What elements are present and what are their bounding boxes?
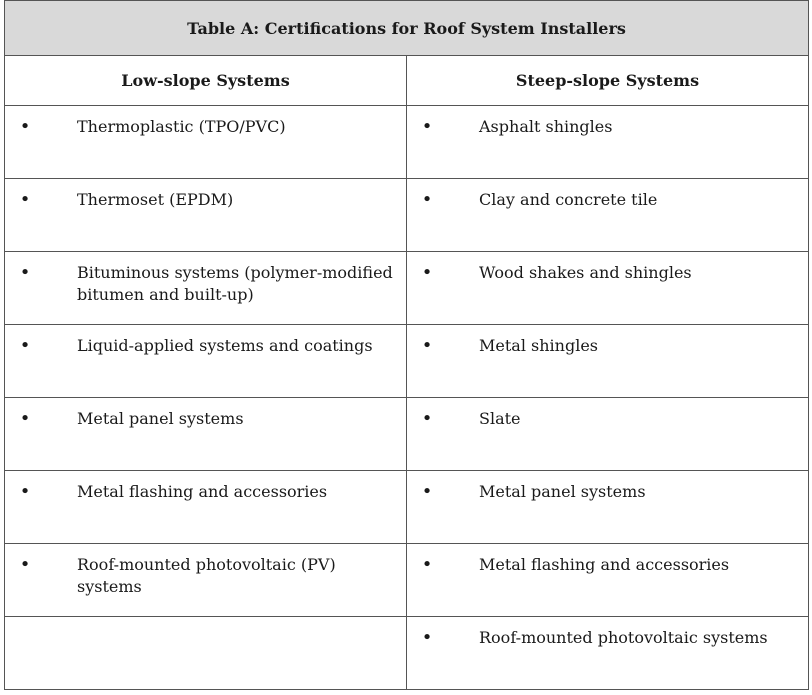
table-header-row: Low-slope Systems Steep-slope Systems bbox=[4, 55, 810, 106]
steep-slope-cell: • Metal shingles bbox=[405, 324, 810, 398]
bullet-icon: • bbox=[421, 481, 433, 502]
steep-slope-cell: • Clay and concrete tile bbox=[405, 178, 810, 252]
table-title: Table A: Certifications for Roof System … bbox=[3, 0, 810, 56]
bullet-icon: • bbox=[421, 554, 433, 575]
list-item: • Metal panel systems bbox=[407, 471, 808, 503]
list-item: • Slate bbox=[407, 398, 808, 430]
bullet-icon: • bbox=[421, 189, 433, 210]
steep-slope-cell: • Metal flashing and accessories bbox=[405, 543, 810, 617]
steep-slope-cell: • Metal panel systems bbox=[405, 470, 810, 544]
steep-slope-item-label: Metal flashing and accessories bbox=[479, 555, 730, 574]
list-item: • Metal flashing and accessories bbox=[407, 544, 808, 576]
column-header-low-slope: Low-slope Systems bbox=[4, 55, 407, 106]
low-slope-cell-empty bbox=[4, 616, 407, 690]
list-item: • Thermoplastic (TPO/PVC) bbox=[5, 106, 406, 138]
steep-slope-cell: • Wood shakes and shingles bbox=[405, 251, 810, 325]
list-item: • Bituminous systems (polymer-modified b… bbox=[5, 252, 406, 306]
low-slope-cell: • Metal flashing and accessories bbox=[4, 470, 407, 544]
bullet-icon: • bbox=[421, 627, 433, 648]
low-slope-cell: • Liquid-applied systems and coatings bbox=[4, 324, 407, 398]
table-row: • Roof-mounted photovoltaic systems bbox=[4, 616, 810, 690]
low-slope-cell: • Metal panel systems bbox=[4, 397, 407, 471]
certifications-table: Table A: Certifications for Roof System … bbox=[3, 0, 810, 690]
list-item: • Clay and concrete tile bbox=[407, 179, 808, 211]
low-slope-item-label: Thermoset (EPDM) bbox=[77, 190, 234, 209]
bullet-icon: • bbox=[19, 554, 31, 575]
bullet-icon: • bbox=[19, 408, 31, 429]
table-row: • Metal flashing and accessories • Metal… bbox=[4, 470, 810, 544]
steep-slope-item-label: Clay and concrete tile bbox=[479, 190, 658, 209]
low-slope-cell: • Thermoplastic (TPO/PVC) bbox=[4, 105, 407, 179]
bullet-icon: • bbox=[19, 189, 31, 210]
list-item: • Thermoset (EPDM) bbox=[5, 179, 406, 211]
list-item: • Metal flashing and accessories bbox=[5, 471, 406, 503]
bullet-icon: • bbox=[421, 116, 433, 137]
steep-slope-item-label: Slate bbox=[479, 409, 521, 428]
steep-slope-cell: • Slate bbox=[405, 397, 810, 471]
steep-slope-item-label: Wood shakes and shingles bbox=[479, 263, 692, 282]
table-row: • Liquid-applied systems and coatings • … bbox=[4, 324, 810, 398]
low-slope-item-label: Metal panel systems bbox=[77, 409, 244, 428]
bullet-icon: • bbox=[421, 335, 433, 356]
low-slope-cell: • Roof-mounted photovoltaic (PV) systems bbox=[4, 543, 407, 617]
bullet-icon: • bbox=[421, 408, 433, 429]
list-item: • Asphalt shingles bbox=[407, 106, 808, 138]
bullet-icon: • bbox=[19, 262, 31, 283]
list-item: • Liquid-applied systems and coatings bbox=[5, 325, 406, 357]
list-item: • Metal shingles bbox=[407, 325, 808, 357]
table-row: • Thermoplastic (TPO/PVC) • Asphalt shin… bbox=[4, 105, 810, 179]
low-slope-item-label: Roof-mounted photovoltaic (PV) systems bbox=[77, 555, 336, 596]
bullet-icon: • bbox=[421, 262, 433, 283]
bullet-icon: • bbox=[19, 335, 31, 356]
steep-slope-item-label: Asphalt shingles bbox=[479, 117, 613, 136]
low-slope-item-label: Liquid-applied systems and coatings bbox=[77, 336, 373, 355]
list-item: • Roof-mounted photovoltaic (PV) systems bbox=[5, 544, 406, 598]
bullet-icon: • bbox=[19, 481, 31, 502]
list-item: • Metal panel systems bbox=[5, 398, 406, 430]
table-row: • Metal panel systems • Slate bbox=[4, 397, 810, 471]
list-item: • Roof-mounted photovoltaic systems bbox=[407, 617, 808, 649]
steep-slope-item-label: Metal shingles bbox=[479, 336, 598, 355]
table-row: • Roof-mounted photovoltaic (PV) systems… bbox=[4, 543, 810, 617]
certifications-table-container: Table A: Certifications for Roof System … bbox=[3, 0, 810, 690]
column-header-steep-slope: Steep-slope Systems bbox=[405, 55, 810, 106]
steep-slope-item-label: Roof-mounted photovoltaic systems bbox=[479, 628, 768, 647]
steep-slope-item-label: Metal panel systems bbox=[479, 482, 646, 501]
steep-slope-cell: • Roof-mounted photovoltaic systems bbox=[405, 616, 810, 690]
table-row: • Bituminous systems (polymer-modified b… bbox=[4, 251, 810, 325]
low-slope-cell: • Bituminous systems (polymer-modified b… bbox=[4, 251, 407, 325]
table-row: • Thermoset (EPDM) • Clay and concrete t… bbox=[4, 178, 810, 252]
bullet-icon: • bbox=[19, 116, 31, 137]
table-title-row: Table A: Certifications for Roof System … bbox=[3, 0, 810, 56]
low-slope-item-label: Thermoplastic (TPO/PVC) bbox=[77, 117, 286, 136]
list-item: • Wood shakes and shingles bbox=[407, 252, 808, 284]
steep-slope-cell: • Asphalt shingles bbox=[405, 105, 810, 179]
low-slope-item-label: Bituminous systems (polymer-modified bit… bbox=[77, 263, 393, 304]
low-slope-item-label: Metal flashing and accessories bbox=[77, 482, 328, 501]
low-slope-cell: • Thermoset (EPDM) bbox=[4, 178, 407, 252]
